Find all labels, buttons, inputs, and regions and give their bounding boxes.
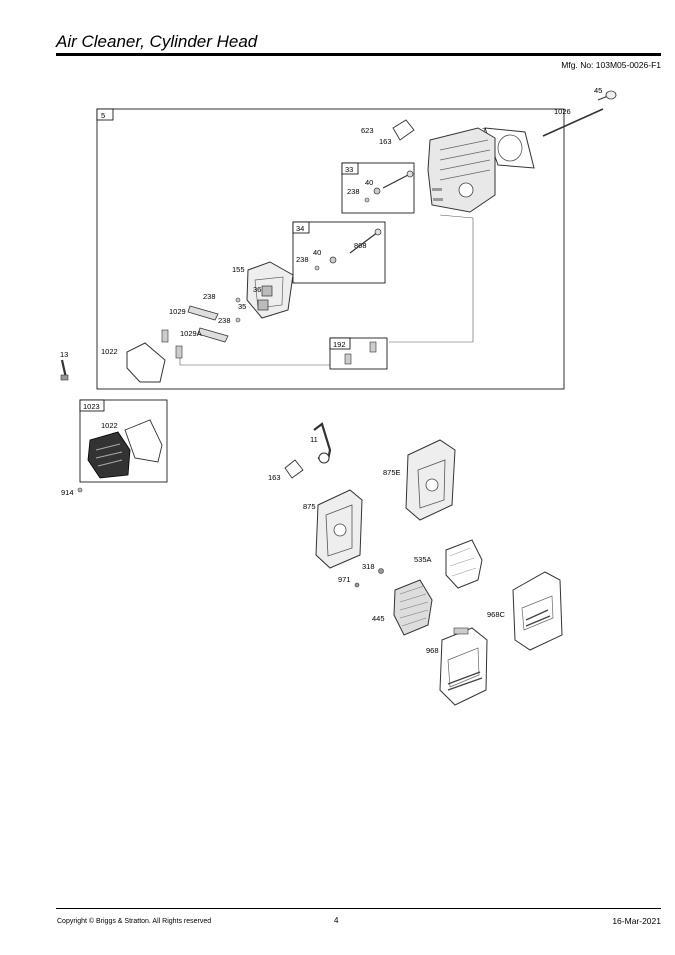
callout-535A: 535A — [414, 555, 432, 564]
callout-1029: 1029 — [169, 307, 186, 316]
footer-page-number: 4 — [334, 916, 339, 925]
callout-33: 33 — [345, 165, 353, 174]
callout-13: 13 — [60, 350, 68, 359]
callout-875E: 875E — [383, 468, 401, 477]
callout-1026: 1026 — [554, 107, 571, 116]
callout-968C: 968C — [487, 610, 506, 619]
callout-1022a: 1022 — [101, 347, 118, 356]
callout-45: 45 — [594, 86, 602, 95]
callout-318: 318 — [362, 562, 375, 571]
callout-238a: 238 — [347, 187, 360, 196]
callout-192: 192 — [333, 340, 346, 349]
assembly-frame-5 — [96, 108, 565, 390]
kit-box-33 — [341, 162, 415, 214]
footer-divider — [56, 908, 661, 909]
callout-1029A: 1029A — [180, 329, 202, 338]
callout-1022b: 1022 — [101, 421, 118, 430]
callout-445: 445 — [372, 614, 385, 623]
push-rod — [542, 108, 604, 137]
cylinder-head — [427, 127, 496, 213]
callout-1023: 1023 — [83, 402, 100, 411]
callout-875: 875 — [303, 502, 316, 511]
callout-155: 155 — [232, 265, 245, 274]
kit-box-34 — [292, 221, 386, 284]
footer-date: 16-Mar-2021 — [612, 916, 661, 926]
footer-copyright: Copyright © Briggs & Stratton. All Right… — [57, 918, 212, 925]
kit-box-1023 — [79, 399, 168, 483]
callout-5: 5 — [101, 111, 105, 120]
callout-7: 7 — [482, 126, 486, 135]
callout-40b: 40 — [313, 248, 321, 257]
callout-35: 35 — [238, 302, 246, 311]
callout-238b: 238 — [296, 255, 309, 264]
mfg-number: Mfg. No: 103M05-0026-F1 — [561, 60, 661, 70]
callout-238c: 238 — [203, 292, 216, 301]
callout-40a: 40 — [365, 178, 373, 187]
callout-163b: 163 — [268, 473, 281, 482]
kit-box-192 — [329, 337, 388, 370]
callout-623: 623 — [361, 126, 374, 135]
callout-238d: 238 — [218, 316, 231, 325]
callout-971: 971 — [338, 575, 351, 584]
callout-914: 914 — [61, 488, 74, 497]
title-divider — [56, 53, 661, 56]
callout-34: 34 — [296, 224, 304, 233]
callout-36: 36 — [253, 285, 261, 294]
callout-163a: 163 — [379, 137, 392, 146]
page-title: Air Cleaner, Cylinder Head — [56, 32, 258, 51]
callout-11: 11 — [310, 435, 318, 444]
callout-968: 968 — [426, 646, 439, 655]
